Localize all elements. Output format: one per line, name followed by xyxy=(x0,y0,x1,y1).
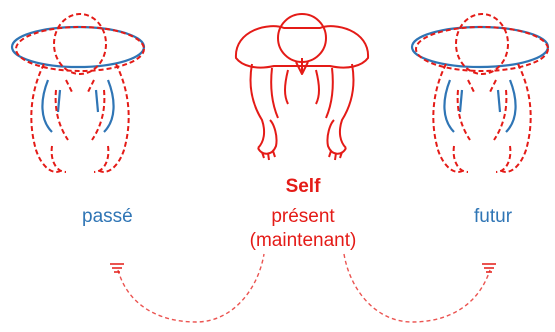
present-label-now: (maintenant) xyxy=(240,230,366,252)
past-to-present-arc xyxy=(118,254,264,322)
present-label: présent xyxy=(240,206,366,228)
present-to-future-arc xyxy=(344,254,490,322)
self-label: Self xyxy=(270,176,336,198)
timeline-arcs xyxy=(0,250,555,332)
past-label: passé xyxy=(82,206,133,228)
past-figure xyxy=(0,0,160,195)
future-figure xyxy=(398,0,555,195)
future-label: futur xyxy=(474,206,512,228)
past-tick xyxy=(110,264,124,272)
present-figure xyxy=(222,0,382,165)
